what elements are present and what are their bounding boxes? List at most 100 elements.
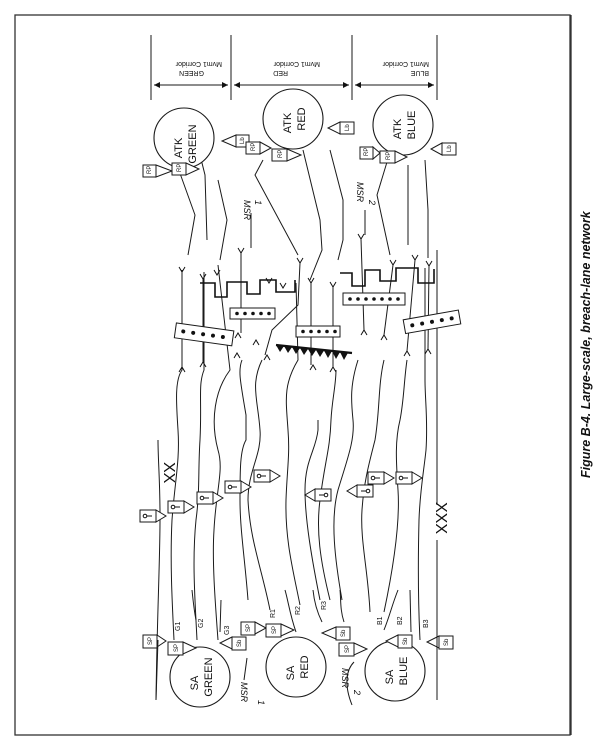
sb-label: Sb	[341, 629, 347, 637]
rp-label: RP	[251, 143, 257, 151]
lane-lines	[155, 250, 438, 701]
msr-1-upper: MSR 1	[242, 200, 263, 248]
route-label-r1: R1	[270, 609, 277, 618]
corridor-green-label-1: Mvm1 Corridor	[175, 60, 222, 67]
wire-obstacle-double: XX	[160, 462, 177, 484]
rp-label: RP	[364, 148, 370, 156]
atk-blue-label-2: BLUE	[406, 111, 418, 140]
release-point-marker: RP	[271, 148, 303, 162]
double-wire-label: XX	[160, 462, 177, 484]
route-label-g3: G3	[224, 626, 231, 635]
lane-boundary-marker: Lb	[429, 142, 457, 156]
dragon-teeth-obstacle	[275, 343, 353, 360]
antitank-ditch-left	[200, 279, 296, 298]
corridor-red-arrow	[234, 82, 349, 88]
rp-label: RP	[177, 164, 183, 172]
route-stubs	[155, 589, 438, 701]
atk-point-markers: RP RP Lb RP RP Lb	[142, 121, 457, 178]
checkpoint-marker	[346, 484, 374, 498]
route-label-r3: R3	[321, 601, 328, 610]
minefield-blue-upper	[342, 292, 406, 306]
start-point-marker: SP	[167, 641, 198, 656]
route-label-b1: B1	[377, 616, 384, 625]
rp-label: RP	[147, 166, 153, 174]
sb-label: Sb	[237, 639, 243, 647]
assembly-area-blue: SA BLUE	[364, 640, 426, 702]
corridor-green-arrow	[154, 82, 228, 88]
minefield-boxes	[173, 292, 462, 347]
rp-label: RP	[386, 152, 392, 160]
route-label-g1: G1	[175, 622, 182, 631]
release-point-marker: RP	[359, 145, 381, 161]
sa-green-label-2: GREEN	[203, 657, 215, 696]
sa-green-label-1: SA	[189, 675, 201, 690]
release-point-marker: RP	[379, 150, 409, 164]
atk-blue-label-1: ATK	[392, 118, 404, 139]
start-point-marker: SP	[338, 642, 369, 657]
route-labels: G1 G2 G3 R1 R2 R3 B1 B2 B3	[175, 601, 430, 635]
release-point-marker: RP	[171, 162, 201, 176]
release-point-marker: RP	[245, 141, 273, 155]
sb-label: Sb	[444, 638, 450, 646]
lane-boundary-marker: Lb	[326, 121, 355, 135]
atk-green-label-2: GREEN	[187, 124, 199, 163]
release-point-marker: RP	[142, 164, 174, 178]
route-label-r2: R2	[295, 606, 302, 615]
checkpoint-marker	[395, 471, 423, 485]
figure-caption: Figure B-4. Large-scale, breach-lane net…	[579, 210, 593, 478]
attack-position-red: ATK RED	[262, 88, 324, 150]
msr-number: 2	[352, 689, 362, 695]
sp-label: SP	[345, 645, 351, 653]
checkpoint-markers	[139, 469, 423, 523]
sa-blue-label-2: BLUE	[398, 657, 410, 686]
sp-label: SP	[148, 637, 154, 645]
msr-label: MSR	[239, 682, 249, 703]
minefield-green	[173, 322, 235, 347]
lane-boundary-sb-marker: Sb	[218, 636, 247, 651]
lane-boundary-sb-marker: Sb	[384, 634, 413, 649]
minefield-red-lower	[295, 325, 341, 338]
corridor-header: Mvm1 Corridor GREEN Mvm1 Corridor RED Mv…	[150, 35, 438, 100]
corridor-red-label-2: RED	[273, 69, 288, 76]
minefield-red-upper	[229, 307, 276, 320]
lane-boundary-sb-marker: Sb	[425, 635, 454, 650]
sa-red-label-2: RED	[299, 655, 311, 678]
start-point-marker: SP	[240, 621, 268, 636]
corridor-green-label-2: GREEN	[179, 69, 204, 76]
checkpoint-marker	[253, 469, 281, 483]
sp-label: SP	[272, 626, 278, 634]
assembly-area-red: SA RED	[265, 636, 327, 698]
start-point-marker: SP	[265, 623, 296, 638]
attack-position-green: ATK GREEN	[153, 107, 215, 169]
start-point-marker: SP	[142, 634, 167, 649]
wire-obstacle-triple: XXX	[432, 502, 449, 534]
msr-2-lower: MSR 2	[340, 661, 362, 706]
sa-red-label-1: SA	[285, 665, 297, 680]
sb-label: Sb	[403, 637, 409, 645]
corridor-blue-label-2: BLUE	[410, 69, 429, 76]
msr-2-upper: MSR 2	[355, 182, 377, 235]
sa-point-markers: SP SP SP SP SP Sb Sb	[142, 621, 454, 657]
checkpoint-marker	[139, 509, 167, 523]
route-label-g2: G2	[198, 619, 205, 628]
lb-label: Lb	[447, 145, 453, 152]
rp-label: RP	[278, 150, 284, 158]
page-frame	[14, 14, 571, 736]
msr-label: MSR	[242, 200, 252, 221]
corridor-blue-arrow	[355, 82, 434, 88]
atk-red-label-1: ATK	[282, 112, 294, 133]
msr-number: 1	[256, 700, 266, 705]
msr-number: 1	[253, 200, 263, 205]
msr-label: MSR	[355, 182, 365, 203]
approach-lines	[176, 149, 429, 281]
assembly-area-green: SA GREEN	[169, 646, 231, 708]
corridor-blue-label-1: Mvm1 Corridor	[382, 60, 429, 67]
checkpoint-marker	[167, 500, 195, 514]
attack-position-blue: ATK BLUE	[372, 94, 434, 156]
lb-label: Lb	[240, 137, 246, 144]
minefield-blue-right	[402, 309, 462, 335]
lane-boundary-marker: Lb	[220, 134, 250, 148]
triple-wire-label: XXX	[432, 502, 449, 534]
sp-label: SP	[174, 644, 180, 652]
route-label-b3: B3	[423, 619, 430, 628]
